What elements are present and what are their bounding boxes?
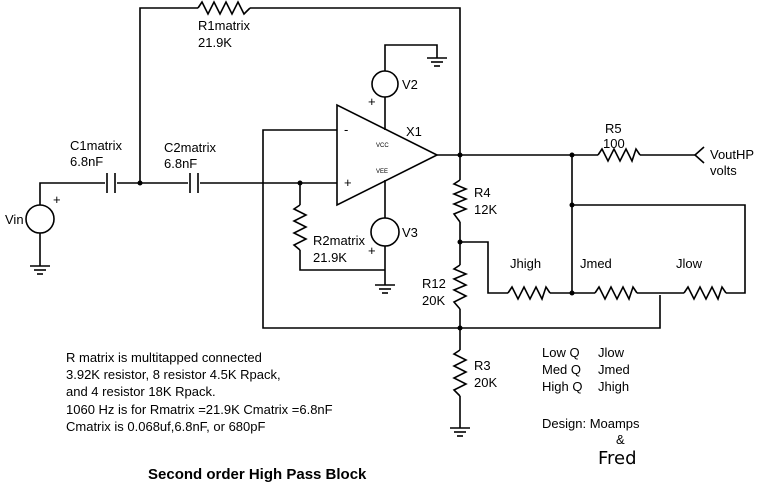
r12-name: R12: [422, 276, 446, 291]
output-unit: volts: [710, 163, 737, 178]
jhigh-resistor: [507, 285, 551, 302]
q-med-label: Med Q: [542, 362, 581, 377]
r2-name: R2matrix: [313, 233, 366, 248]
v3-name: V3: [402, 225, 418, 240]
ground-r3: [450, 427, 470, 437]
q-med-jumper: Jmed: [598, 362, 630, 377]
r1-resistor: [197, 0, 251, 16]
c1-name: C1matrix: [70, 138, 123, 153]
opamp-plus-sign: +: [344, 175, 352, 190]
r1-value: 21.9K: [198, 35, 232, 50]
c2-value: 6.8nF: [164, 156, 197, 171]
note-line-4: 1060 Hz is for Rmatrix =21.9K Cmatrix =6…: [66, 402, 333, 417]
jmed-name: Jmed: [580, 256, 612, 271]
r4-name: R4: [474, 185, 491, 200]
v2-name: V2: [402, 77, 418, 92]
r12-resistor: [452, 264, 469, 310]
c1-capacitor: [106, 173, 116, 193]
diagram-title: Second order High Pass Block: [148, 466, 367, 483]
note-line-5: Cmatrix is 0.068uf,6.8nF, or 680pF: [66, 419, 265, 434]
ground-v2: [427, 57, 447, 67]
jlow-resistor: [683, 285, 727, 302]
design-ampersand: &: [616, 432, 625, 447]
design-name-fred: Fred: [598, 448, 637, 469]
opamp-minus-sign: -: [344, 122, 348, 137]
q-high-jumper: Jhigh: [598, 379, 629, 394]
r5-resistor: [597, 147, 641, 164]
r1-name: R1matrix: [198, 18, 251, 33]
note-line-3: and 4 resistor 18K Rpack.: [66, 384, 216, 399]
r5-value: 100: [603, 136, 625, 151]
x1-vee-label: VEE: [376, 169, 388, 175]
x1-name: X1: [406, 124, 422, 139]
jmed-resistor: [594, 285, 638, 302]
note-line-2: 3.92K resistor, 8 resistor 4.5K Rpack,: [66, 367, 281, 382]
wires: [39, 7, 746, 428]
junctions: [137, 152, 575, 331]
jhigh-name: Jhigh: [510, 256, 541, 271]
r2-value: 21.9K: [313, 250, 347, 265]
c2-capacitor: [189, 173, 199, 193]
r2-resistor: [292, 204, 308, 251]
ground-v3: [375, 284, 395, 294]
v2-source: [371, 70, 399, 98]
design-label: Design: Moamps: [542, 416, 640, 431]
v2-plus-sign: +: [368, 94, 376, 109]
r3-name: R3: [474, 358, 491, 373]
ground-vin: [30, 265, 50, 275]
c2-name: C2matrix: [164, 140, 217, 155]
r3-value: 20K: [474, 375, 497, 390]
r4-value: 12K: [474, 202, 497, 217]
note-line-1: R matrix is multitapped connected: [66, 350, 262, 365]
c1-value: 6.8nF: [70, 154, 103, 169]
r4-resistor: [451, 179, 469, 223]
opamp-x1: [336, 103, 439, 207]
vin-plus-sign: +: [53, 192, 61, 207]
r12-value: 20K: [422, 293, 445, 308]
x1-vcc-label: VCC: [376, 143, 389, 149]
q-low-label: Low Q: [542, 345, 580, 360]
vin-name: Vin: [5, 212, 24, 227]
q-high-label: High Q: [542, 379, 582, 394]
r3-resistor: [452, 349, 468, 397]
output-name: VoutHP: [710, 147, 754, 162]
v3-source: [370, 217, 400, 247]
jlow-name: Jlow: [676, 256, 703, 271]
r5-name: R5: [605, 121, 622, 136]
v3-plus-sign: +: [368, 243, 376, 258]
vin-source: [25, 204, 55, 234]
q-low-jumper: Jlow: [598, 345, 625, 360]
